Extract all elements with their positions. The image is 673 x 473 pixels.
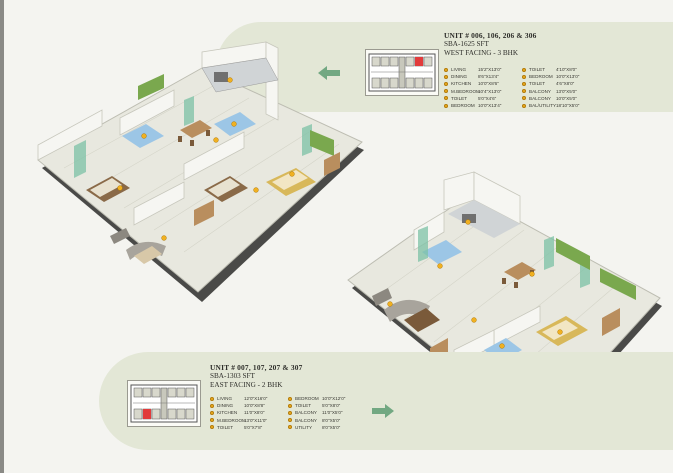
legend-dot-icon [210,418,214,423]
legend-dot-icon [444,81,448,86]
floor-plan-3bhk-illustration [37,41,364,302]
legend-dot-icon [288,410,292,415]
unit-bottom-heading: UNIT # 007, 107, 207 & 307 SBA-1303 SFT … [210,363,303,389]
unit-bottom-title: UNIT # 007, 107, 207 & 307 [210,363,303,372]
legend-dot-icon [522,81,526,86]
legend-dot-icon [288,418,292,423]
legend-dot-icon [210,403,214,408]
unit-top-heading: UNIT # 006, 106, 206 & 306 SBA-1625 SFT … [444,31,537,57]
key-plan-thumbnail-bottom [127,380,201,427]
legend-dot-icon [210,425,214,430]
unit-bottom-facing: EAST FACING - 2 BHK [210,380,283,389]
legend-dot-icon [210,396,214,401]
legend-dot-icon [522,74,526,79]
legend-dot-icon [444,67,448,72]
legend-dot-icon [522,96,526,101]
legend-dot-icon [444,96,448,101]
unit-top-area: SBA-1625 SFT [444,40,489,48]
legend-dot-icon [210,410,214,415]
unit-top-facing: WEST FACING - 3 BHK [444,48,519,57]
legend-dot-icon [444,103,448,108]
arrow-left-icon [318,66,340,80]
key-plan-thumbnail-top [365,49,439,96]
legend-dot-icon [444,89,448,94]
unit-bottom-area: SBA-1303 SFT [210,372,255,380]
arrow-right-icon [372,404,394,418]
legend-dot-icon [522,103,526,108]
legend-dot-icon [288,425,292,430]
legend-dot-icon [288,403,292,408]
legend-dot-icon [288,396,292,401]
legend-dot-icon [522,67,526,72]
unit-top-title: UNIT # 006, 106, 206 & 306 [444,31,537,40]
legend-dot-icon [522,89,526,94]
legend-dot-icon [444,74,448,79]
